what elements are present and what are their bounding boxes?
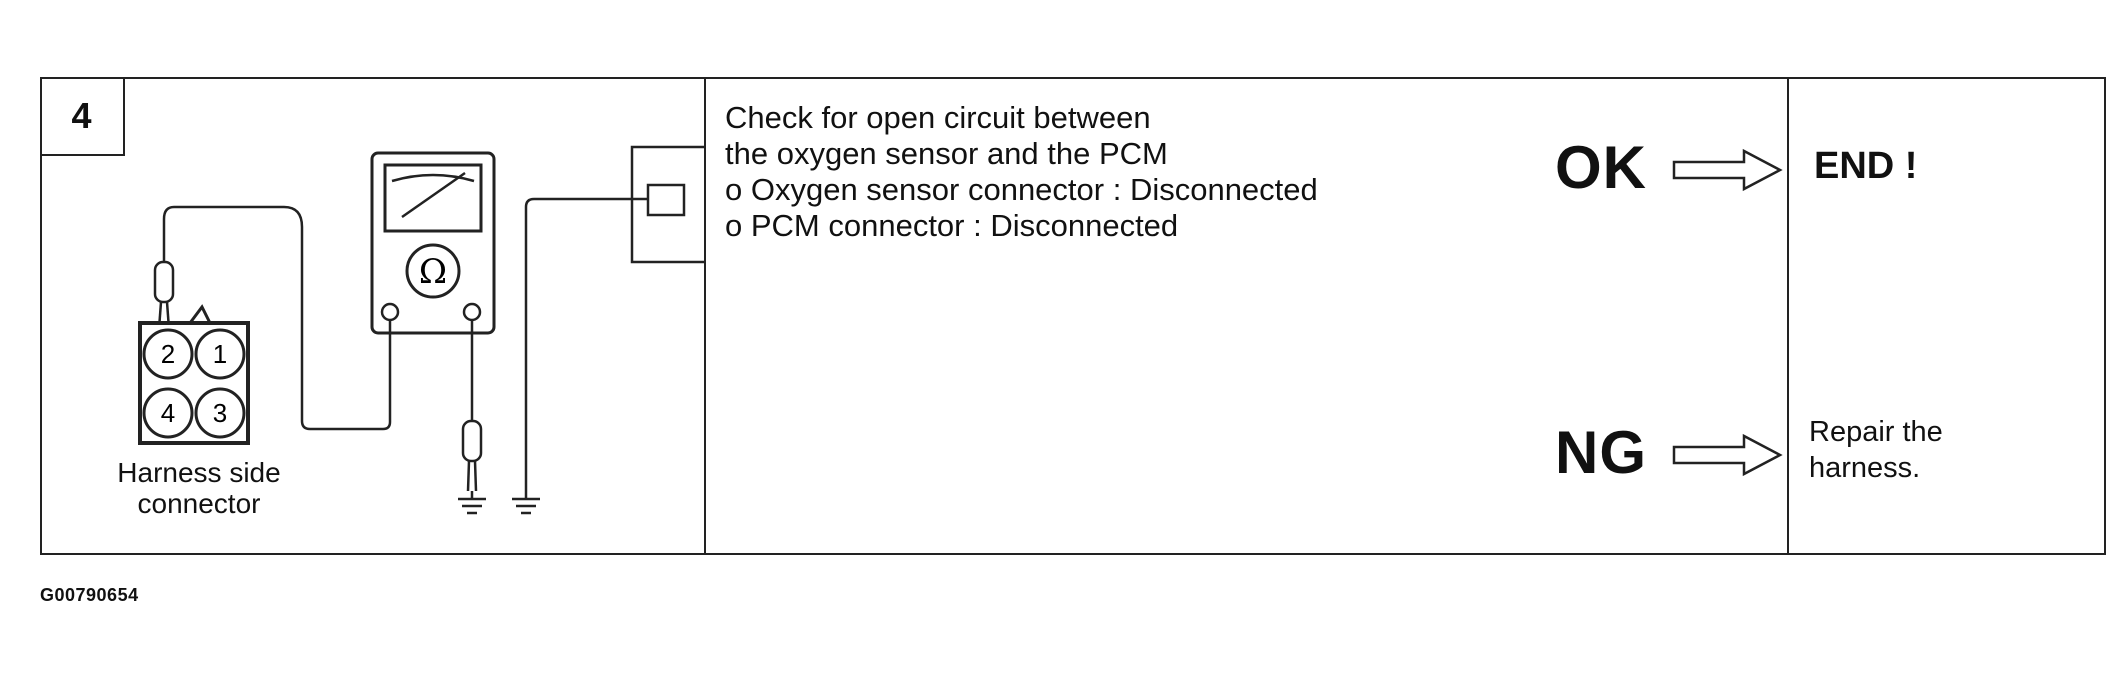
check-line: the oxygen sensor and the PCM <box>725 136 1168 171</box>
ok-label: OK <box>1555 134 1647 201</box>
ok-action: END ! <box>1814 145 1918 187</box>
arrow-right-icon <box>1672 433 1783 477</box>
circuit-diagram: Ω 2 1 4 3 <box>138 145 704 515</box>
step-number: 4 <box>71 94 92 136</box>
pin-label: 1 <box>213 339 227 369</box>
check-line: o PCM connector : Disconnected <box>725 208 1179 243</box>
ng-action: Repair the harness. <box>1809 414 1943 486</box>
ground-symbol-icon <box>512 495 540 515</box>
harness-connector-icon: 2 1 4 3 <box>138 304 250 445</box>
procedure-table-frame <box>40 77 2106 555</box>
ng-action-line: harness. <box>1809 452 1921 484</box>
column-divider-action <box>1787 77 1789 555</box>
step-number-box: 4 <box>40 77 125 156</box>
harness-label-line: Harness side <box>117 457 281 488</box>
ohm-symbol: Ω <box>419 252 447 292</box>
arrow-right-icon <box>1672 148 1783 192</box>
harness-side-connector-label: Harness side connector <box>84 457 314 519</box>
pcm-lead <box>524 197 648 495</box>
harness-label-line: connector <box>137 488 261 519</box>
probe-right-icon <box>461 419 483 492</box>
pcm-connector-icon <box>630 145 704 264</box>
test-lead-left <box>162 205 392 431</box>
ng-action-line: Repair the <box>1809 416 1943 448</box>
pin-label: 4 <box>161 398 175 428</box>
column-divider-diagram <box>704 77 706 555</box>
probe-left-icon <box>153 260 175 330</box>
ohmmeter-icon: Ω <box>370 151 496 335</box>
check-line: o Oxygen sensor connector : Disconnected <box>725 172 1318 207</box>
check-line: Check for open circuit between <box>725 100 1151 135</box>
ng-label: NG <box>1555 419 1647 486</box>
ground-symbol-icon <box>458 491 486 515</box>
pin-label: 3 <box>213 398 227 428</box>
figure-id: G00790654 <box>40 585 139 605</box>
check-description: Check for open circuit between the oxyge… <box>725 100 1318 244</box>
pin-label: 2 <box>161 339 175 369</box>
